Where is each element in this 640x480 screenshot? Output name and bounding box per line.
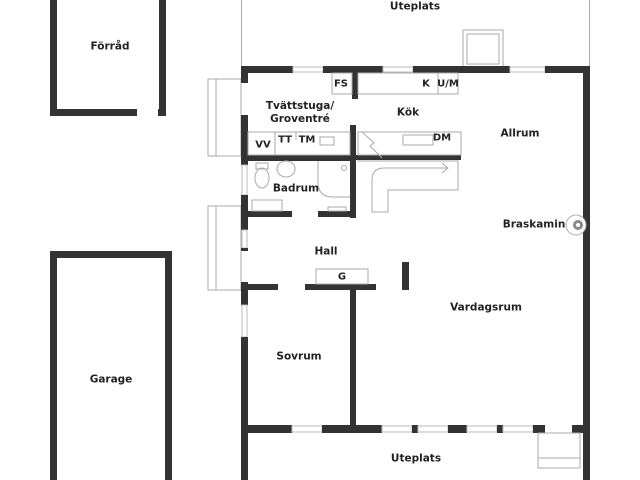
counter: [357, 72, 459, 95]
chimney: [466, 33, 500, 65]
fixture-fs: FS: [333, 78, 349, 90]
room-label-sovrum: Sovrum: [276, 350, 322, 363]
kitchen-counter: [357, 131, 462, 156]
wardrobe: [315, 268, 369, 285]
terrace-steps: [537, 432, 581, 469]
garage-walls: [50, 251, 172, 480]
entrance-steps: [207, 78, 242, 157]
fixture-um: U/M: [437, 78, 459, 90]
room-label-forrad: Förråd: [90, 40, 130, 53]
laundry-counter: [247, 131, 351, 156]
room-label-badrum: Badrum: [272, 182, 320, 195]
shower: [317, 161, 350, 198]
room-label-tvattstuga: Tvättstuga/ Groventré: [265, 100, 335, 125]
house-walls: [241, 66, 590, 480]
room-label-hall: Hall: [314, 245, 338, 258]
room-label-braskamin: Braskamin: [502, 218, 566, 231]
fixture-dm: DM: [432, 132, 452, 144]
room-label-vardagsrum: Vardagsrum: [450, 301, 522, 314]
fixture-vv: VV: [255, 139, 271, 151]
counter: [331, 72, 353, 95]
room-label-garage: Garage: [89, 373, 133, 386]
toilet: [254, 167, 270, 189]
room-label-allrum: Allrum: [500, 127, 540, 140]
interior-walls: [248, 73, 461, 425]
room-label-uteplats-top: Uteplats: [389, 0, 441, 13]
room-label-kok: Kök: [396, 106, 420, 119]
fixture-g: G: [337, 271, 347, 283]
fixture-tm: TM: [298, 134, 316, 146]
entrance-steps: [207, 205, 242, 291]
sink: [276, 160, 296, 178]
fixture-tt: TT: [278, 134, 292, 146]
kitchen-island: [357, 160, 459, 213]
room-label-uteplats-bottom: Uteplats: [390, 452, 442, 465]
storage-walls: [50, 0, 166, 116]
fixture-k: K: [422, 78, 430, 90]
chimney: [462, 29, 504, 68]
